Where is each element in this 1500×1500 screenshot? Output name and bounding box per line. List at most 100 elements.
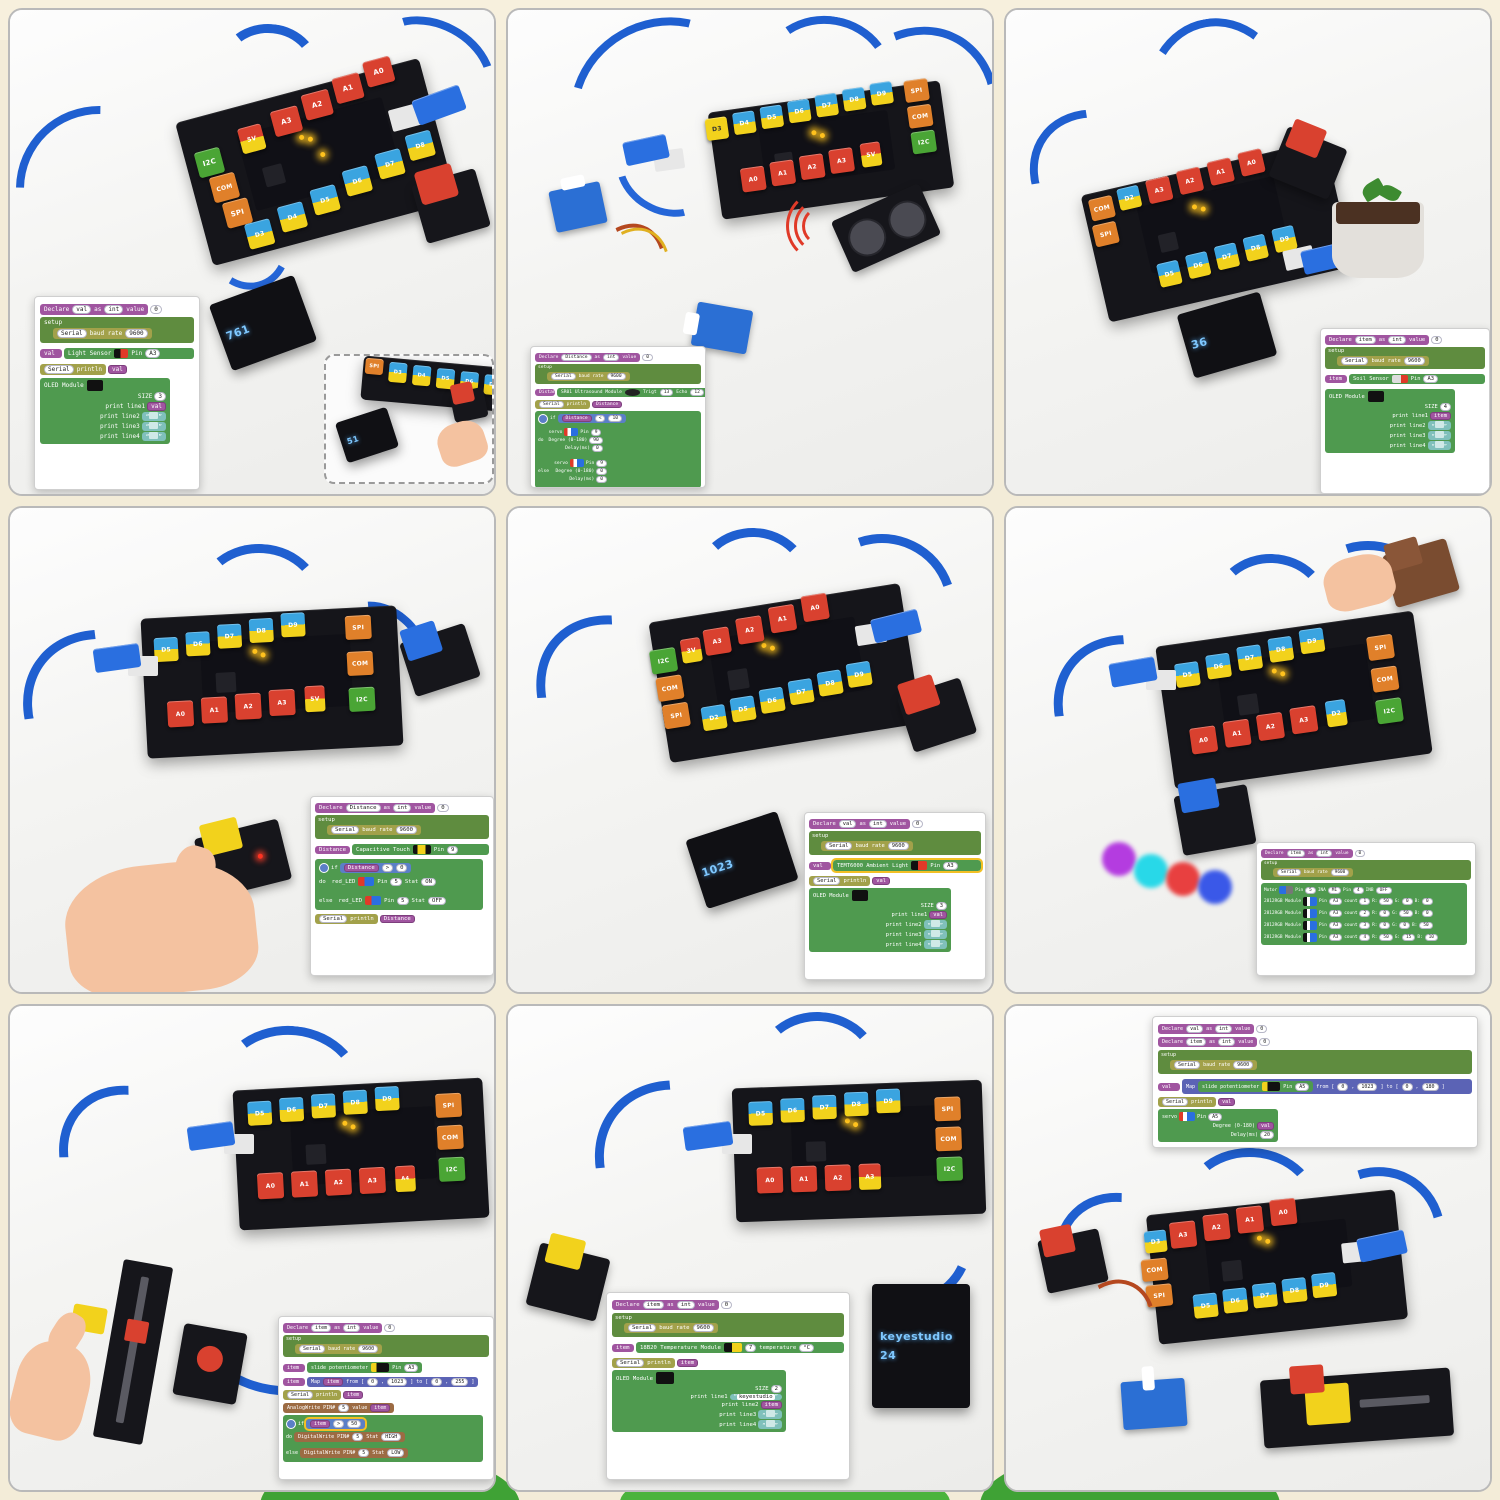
pin-select[interactable]: A3: [145, 349, 161, 358]
serial-select[interactable]: Serial: [628, 1324, 657, 1332]
gear-icon[interactable]: [286, 1419, 296, 1429]
analog-pin[interactable]: 5: [338, 1404, 350, 1412]
map-to-max[interactable]: 180: [1421, 1082, 1439, 1091]
var-name-2[interactable]: item: [1186, 1038, 1207, 1046]
rgb-pin[interactable]: A3: [1328, 898, 1343, 905]
code-card-soil-sensor[interactable]: Declare item as int value 0 setup Serial…: [1320, 328, 1490, 494]
echo-pin[interactable]: 12: [690, 389, 704, 396]
unit-select[interactable]: °C: [799, 1343, 814, 1352]
if-operator[interactable]: >: [381, 864, 394, 872]
rgb-count-3[interactable]: 3: [1359, 922, 1371, 929]
panel-slide-pot-servo[interactable]: D3 A3 A2 A1 A0 COM SPI D5 D6 D7 D8 D9: [1004, 1004, 1492, 1492]
map-to-min[interactable]: 0: [431, 1378, 443, 1386]
var-chip[interactable]: val: [1158, 1082, 1180, 1091]
rgb-b-4[interactable]: 10: [1424, 934, 1438, 941]
println-arg[interactable]: item: [343, 1391, 364, 1399]
if-operator[interactable]: <: [594, 415, 606, 422]
line2-value[interactable]: “”: [1427, 421, 1451, 430]
type-select[interactable]: int: [343, 1324, 361, 1332]
line1-value[interactable]: “keyestudio”: [729, 1394, 782, 1400]
map-target[interactable]: item: [283, 1378, 305, 1386]
line2-value[interactable]: item: [760, 1401, 782, 1409]
code-card-light-sensor[interactable]: Declare val as int value 0 setup Serial …: [34, 296, 200, 490]
serial-select[interactable]: Serial: [1277, 869, 1301, 876]
oled-size[interactable]: 2: [770, 1385, 782, 1393]
rgb-r[interactable]: 50: [1379, 898, 1393, 905]
line4-value[interactable]: “”: [923, 940, 947, 949]
println-arg[interactable]: val: [872, 877, 890, 885]
line3-value[interactable]: “”: [923, 930, 947, 939]
oled-size[interactable]: 3: [935, 902, 947, 910]
pin-select[interactable]: A3: [943, 861, 958, 870]
var-name[interactable]: val: [72, 305, 92, 314]
map-from-max[interactable]: 1023: [1357, 1082, 1378, 1091]
declare-value[interactable]: 0: [720, 1301, 733, 1309]
line4-value[interactable]: “”: [1427, 441, 1451, 450]
rgb-r-3[interactable]: 0: [1379, 922, 1391, 929]
serial-select-2[interactable]: Serial: [616, 1359, 645, 1367]
panel-slide-pot-led[interactable]: D5 D6 D7 D8 D9 SPI COM I2C A0 A1 A2 A3 A…: [8, 1004, 496, 1492]
if-operand[interactable]: Distance: [561, 415, 592, 422]
println-arg[interactable]: item: [676, 1359, 699, 1367]
var-name[interactable]: Distance: [345, 804, 381, 812]
type-select[interactable]: int: [1316, 850, 1333, 857]
var-chip[interactable]: item: [612, 1343, 634, 1352]
degree-value-2[interactable]: 0: [596, 468, 608, 475]
baud-value[interactable]: 9600: [692, 1324, 715, 1332]
ina-value[interactable]: M1: [1327, 886, 1342, 894]
led-stat-else[interactable]: OFF: [428, 896, 447, 905]
rgb-b-3[interactable]: 50: [1419, 922, 1433, 929]
type-select-2[interactable]: int: [1218, 1038, 1236, 1046]
declare-value[interactable]: 0: [642, 354, 653, 361]
rgb-b-2[interactable]: 0: [1421, 910, 1433, 917]
serial-select-2[interactable]: Serial: [44, 365, 74, 374]
motor-pin-2[interactable]: 4: [1352, 886, 1364, 894]
line2-value[interactable]: “”: [141, 412, 166, 421]
map-to-max[interactable]: 255: [451, 1378, 469, 1386]
rgb-r-4[interactable]: 50: [1379, 934, 1393, 941]
line3-value[interactable]: “”: [758, 1410, 782, 1419]
digital-stat-do[interactable]: HIGH: [381, 1433, 402, 1441]
rgb-g[interactable]: 0: [1402, 898, 1413, 905]
baud-value[interactable]: 9600: [1233, 1061, 1254, 1069]
delay-value[interactable]: 0: [592, 445, 603, 452]
var-chip[interactable]: item: [283, 1363, 305, 1372]
delay-value[interactable]: 20: [1259, 1131, 1274, 1139]
led-stat-do[interactable]: ON: [421, 877, 437, 886]
digital-pin-else[interactable]: 5: [358, 1449, 370, 1457]
led-pin-else[interactable]: 5: [397, 896, 409, 905]
rgb-pin-2[interactable]: A3: [1328, 910, 1343, 917]
code-card-slide-pot-servo[interactable]: Declare val as int value 0 Declare item …: [1152, 1016, 1478, 1148]
map-to-min[interactable]: 0: [1401, 1082, 1413, 1091]
var-name[interactable]: val: [838, 820, 857, 828]
if-operand[interactable]: item: [310, 1420, 331, 1428]
rgb-pin-3[interactable]: A3: [1328, 922, 1343, 929]
map-from-max[interactable]: 1023: [387, 1378, 408, 1386]
line4-value[interactable]: “”: [141, 432, 166, 441]
line1-value[interactable]: item: [1430, 412, 1451, 420]
rgb-g-4[interactable]: 15: [1402, 934, 1416, 941]
servo-pin[interactable]: 9: [590, 428, 602, 436]
declare-value[interactable]: 0: [911, 820, 924, 828]
rgb-pin-4[interactable]: A3: [1328, 934, 1343, 941]
pin-select[interactable]: A3: [404, 1363, 419, 1372]
code-card-ws2812[interactable]: Declare item as int value 0 setup Serial…: [1256, 842, 1476, 976]
rgb-r-2[interactable]: 0: [1379, 910, 1391, 917]
type-select[interactable]: int: [676, 1301, 695, 1309]
panel-capacitive-touch[interactable]: D5 D6 D7 D8 D9 SPI COM I2C A0 A1 A2 A3 5…: [8, 506, 496, 994]
serial-select-2[interactable]: Serial: [287, 1391, 314, 1399]
serial-select[interactable]: Serial: [1174, 1061, 1201, 1069]
panel-rgb-ws2812[interactable]: D5 D6 D7 D8 D9 SPI COM I2C A0 A1 A2 A3 D…: [1004, 506, 1492, 994]
type-select[interactable]: int: [393, 804, 412, 812]
rgb-count-4[interactable]: 4: [1359, 934, 1371, 941]
baud-value[interactable]: 9600: [606, 373, 626, 380]
var-name[interactable]: item: [1354, 336, 1376, 344]
declare-value[interactable]: 0: [1354, 850, 1366, 857]
if-operand[interactable]: Distance: [343, 864, 379, 872]
var-chip[interactable]: Distance: [535, 389, 561, 396]
serial-select[interactable]: Serial: [825, 842, 853, 850]
oled-size[interactable]: 4: [1439, 403, 1451, 411]
var-name[interactable]: item: [1286, 850, 1306, 857]
code-card-temt[interactable]: Declare val as int value 0 setup Serial …: [804, 812, 986, 980]
baud-value[interactable]: 9600: [1330, 869, 1350, 876]
